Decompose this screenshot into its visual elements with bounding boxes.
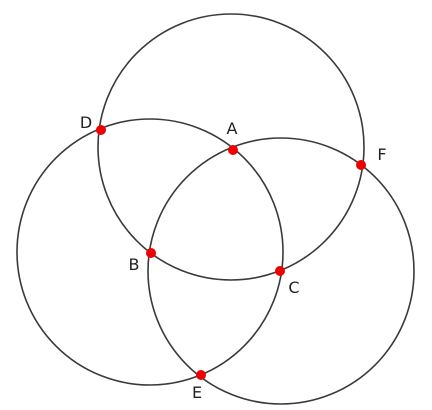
point-f <box>356 160 366 170</box>
circles-group <box>16 13 415 405</box>
point-a <box>228 145 238 155</box>
circle-top <box>97 13 365 281</box>
label-d: D <box>80 113 92 132</box>
circle-left <box>16 118 284 386</box>
label-e: E <box>192 383 202 402</box>
label-b: B <box>129 255 140 274</box>
point-b <box>146 248 156 258</box>
labels-group: A B C D E F <box>80 113 387 402</box>
point-e <box>196 370 206 380</box>
label-c: C <box>288 278 299 297</box>
point-c <box>275 266 285 276</box>
label-f: F <box>377 145 386 164</box>
point-d <box>96 125 106 135</box>
label-a: A <box>227 119 238 138</box>
circle-right <box>147 137 415 405</box>
points-group <box>96 125 366 380</box>
